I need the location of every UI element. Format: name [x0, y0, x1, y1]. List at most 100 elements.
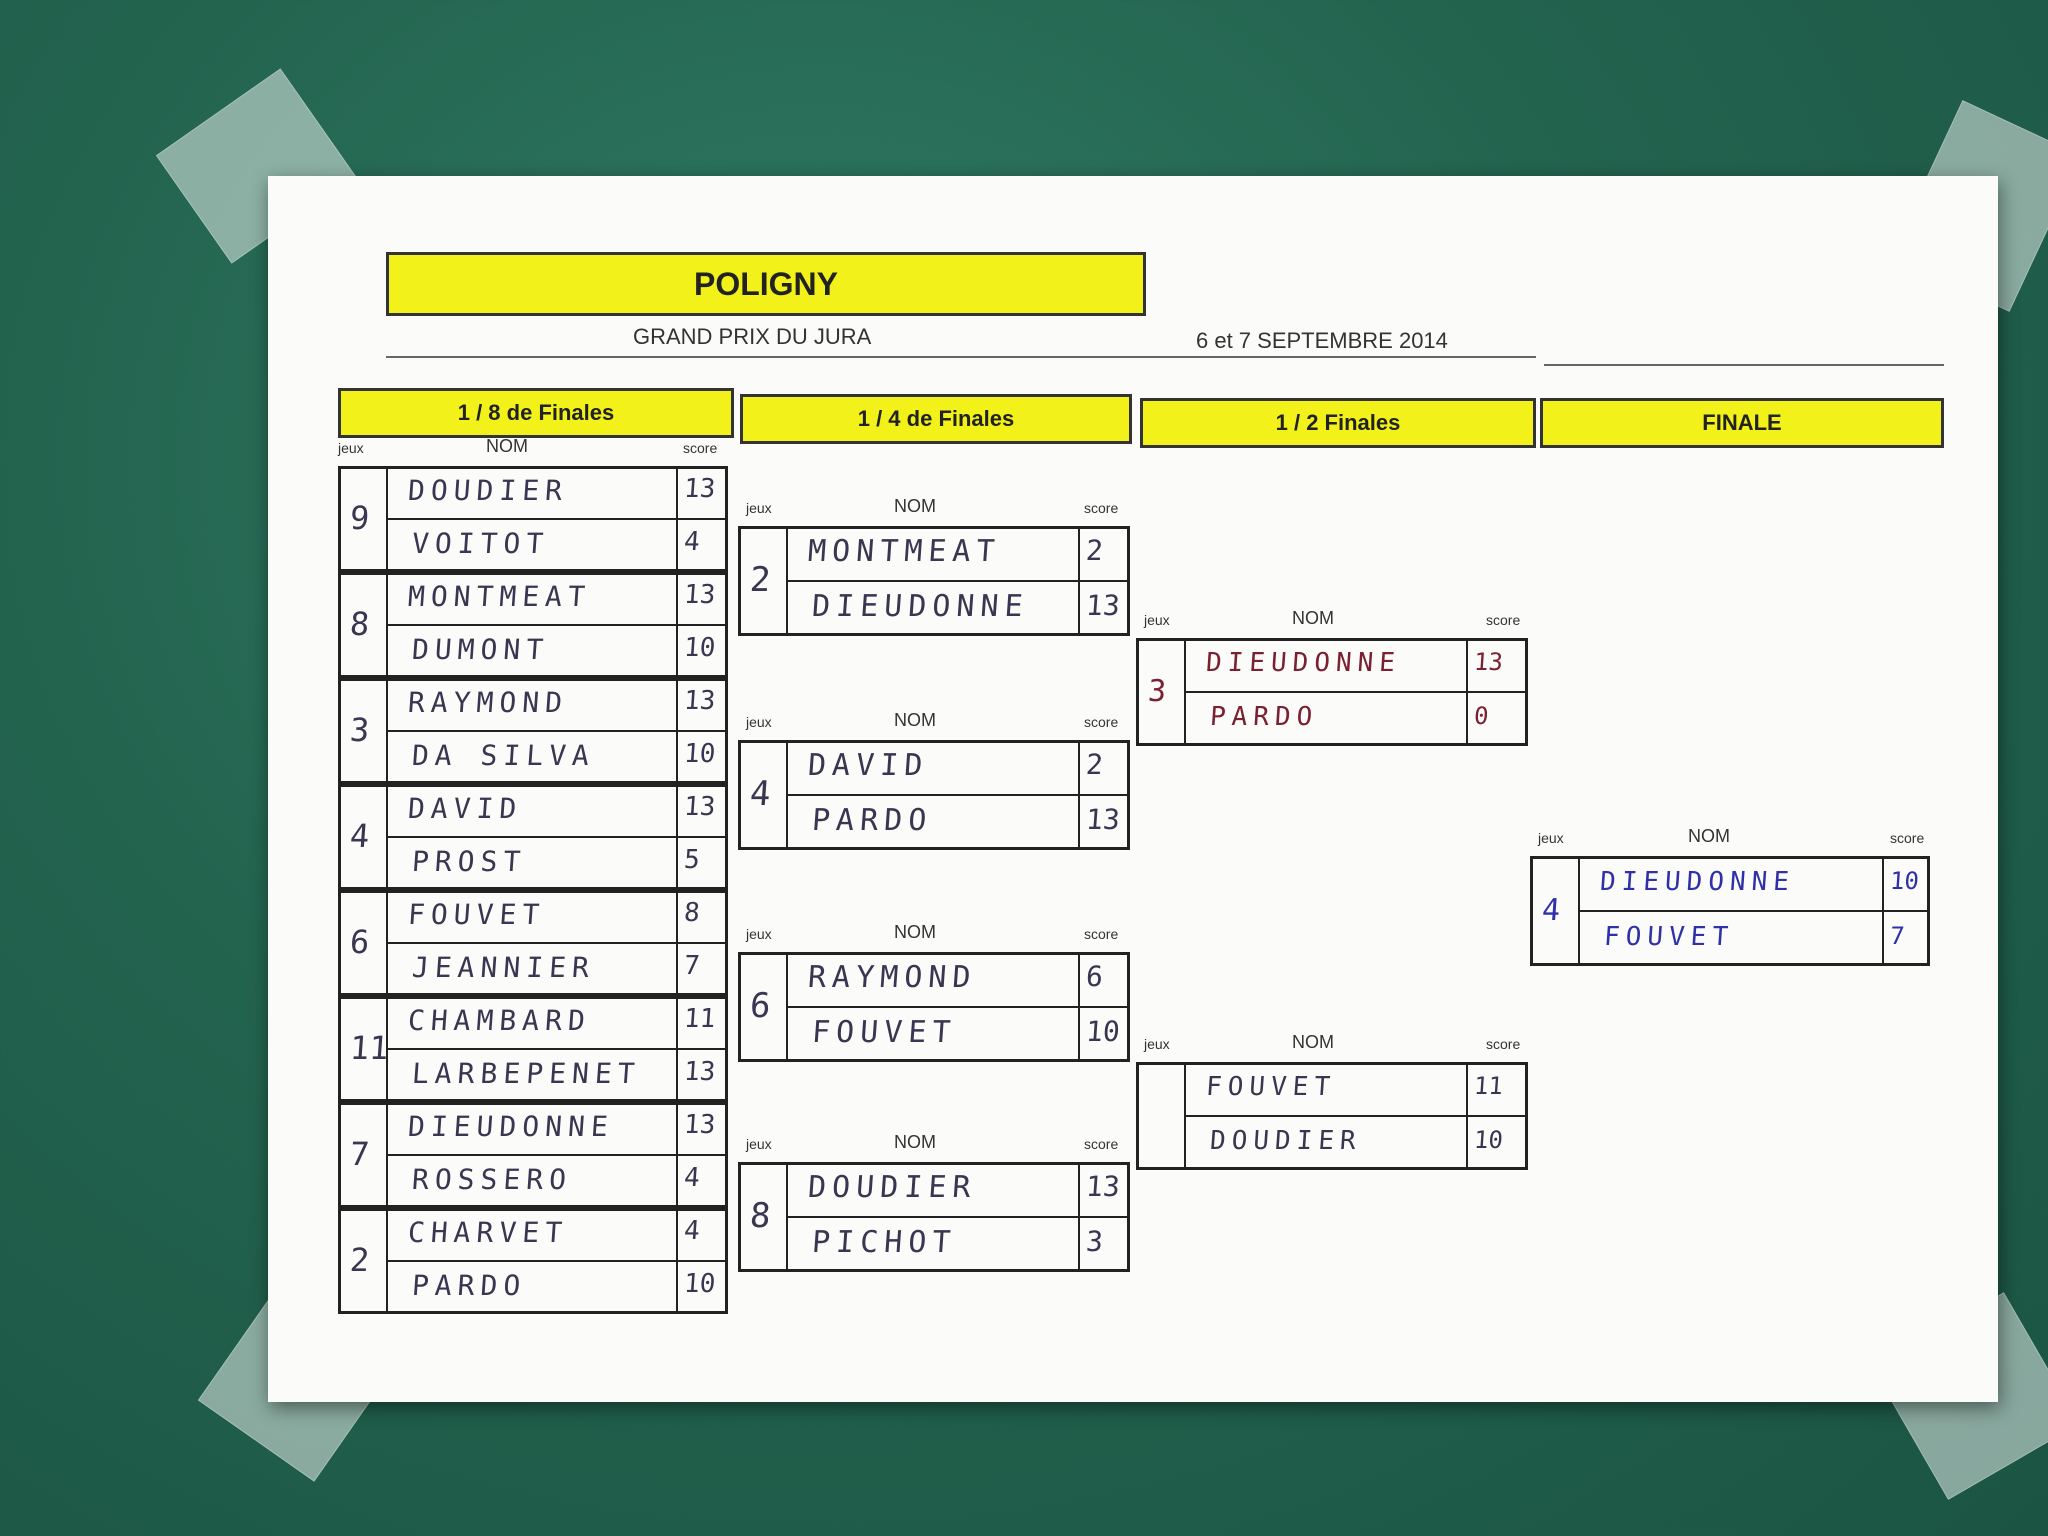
- jeux-number: 4: [349, 817, 371, 855]
- jeux-number: 4: [1541, 893, 1562, 928]
- player-score: 4: [683, 527, 701, 557]
- jeux-number: 3: [1147, 674, 1168, 709]
- match-divider-row: [386, 624, 728, 626]
- huitiemes-header-nom: NOM: [486, 436, 528, 457]
- quarts-header-nom: NOM: [894, 496, 936, 517]
- player-score: 13: [683, 686, 716, 716]
- quarts-header-jeux: jeux: [746, 714, 772, 730]
- player-score: 10: [683, 633, 716, 663]
- player-name: PARDO: [811, 803, 934, 838]
- player-score: 13: [683, 1057, 716, 1087]
- jeux-number: 9: [349, 499, 371, 537]
- player-name: ROSSERO: [411, 1163, 573, 1196]
- quarts-header-score: score: [1084, 1136, 1118, 1152]
- jeux-number: 4: [749, 774, 772, 814]
- quarts-header-jeux: jeux: [746, 926, 772, 942]
- page-title: POLIGNY: [386, 252, 1146, 316]
- player-score: 4: [683, 1163, 701, 1193]
- player-name: CHAMBARD: [407, 1004, 592, 1037]
- column-header-finale: FINALE: [1540, 398, 1944, 448]
- huitiemes-header-jeux: jeux: [338, 440, 364, 456]
- quarts-header-score: score: [1084, 714, 1118, 730]
- finale-header-score: score: [1890, 830, 1924, 846]
- player-score: 3: [1085, 1225, 1104, 1258]
- player-name: DIEUDONNE: [1599, 867, 1796, 897]
- tournament-subtitle: GRAND PRIX DU JURA: [633, 324, 871, 350]
- player-name: VOITOT: [411, 527, 550, 560]
- match-divider-row: [1184, 1115, 1528, 1117]
- demies-header-jeux: jeux: [1144, 1036, 1170, 1052]
- bracket-sheet: POLIGNY GRAND PRIX DU JURA 6 et 7 SEPTEM…: [268, 176, 1998, 1402]
- match-divider-row: [386, 1260, 728, 1262]
- jeux-number: 7: [349, 1135, 371, 1173]
- player-name: DIEUDONNE: [1205, 648, 1402, 678]
- player-name: PARDO: [1209, 702, 1319, 732]
- player-name: FOUVET: [1603, 922, 1735, 952]
- player-name: DUMONT: [411, 633, 550, 666]
- quarts-header-jeux: jeux: [746, 1136, 772, 1152]
- player-score: 10: [1085, 1015, 1121, 1048]
- jeux-number: 8: [749, 1196, 772, 1236]
- player-score: 13: [683, 792, 716, 822]
- player-score: 13: [1085, 803, 1121, 836]
- player-score: 10: [683, 739, 716, 769]
- jeux-number: 2: [349, 1241, 371, 1279]
- quarts-header-nom: NOM: [894, 922, 936, 943]
- match-divider-row: [786, 580, 1130, 582]
- finale-header-nom: NOM: [1688, 826, 1730, 847]
- player-name: DA SILVA: [411, 739, 596, 772]
- player-name: DIEUDONNE: [407, 1110, 615, 1143]
- match-divider-row: [386, 942, 728, 944]
- player-name: RAYMOND: [407, 686, 569, 719]
- player-name: PARDO: [411, 1269, 528, 1302]
- quarts-header-score: score: [1084, 500, 1118, 516]
- quarts-header-score: score: [1084, 926, 1118, 942]
- player-name: CHARVET: [407, 1216, 569, 1249]
- jeux-number: 8: [349, 605, 371, 643]
- player-name: MONTMEAT: [407, 580, 592, 613]
- column-header-demies: 1 / 2 Finales: [1140, 398, 1536, 448]
- demies-header-nom: NOM: [1292, 1032, 1334, 1053]
- demies-header-score: score: [1486, 612, 1520, 628]
- match-divider-row: [786, 794, 1130, 796]
- tournament-date: 6 et 7 SEPTEMBRE 2014: [1196, 328, 1448, 354]
- header-rule-right: [1544, 364, 1944, 366]
- jeux-number: 2: [749, 560, 772, 600]
- player-name: RAYMOND: [807, 960, 978, 995]
- player-name: DIEUDONNE: [811, 589, 1030, 624]
- jeux-number: 11: [349, 1029, 390, 1067]
- match-divider-row: [786, 1006, 1130, 1008]
- player-name: JEANNIER: [411, 951, 596, 984]
- player-name: FOUVET: [811, 1015, 958, 1050]
- player-score: 11: [1473, 1072, 1504, 1100]
- player-score: 7: [683, 951, 701, 981]
- huitiemes-match: 3 RAYMOND 13 DA SILVA 10: [338, 678, 728, 784]
- column-header-quarts: 1 / 4 de Finales: [740, 394, 1132, 444]
- jeux-number: 3: [349, 711, 371, 749]
- player-score: 11: [683, 1004, 716, 1034]
- player-score: 13: [1085, 1170, 1121, 1203]
- match-divider-row: [386, 1154, 728, 1156]
- demies-header-jeux: jeux: [1144, 612, 1170, 628]
- player-score: 5: [683, 845, 701, 875]
- demies-header-nom: NOM: [1292, 608, 1334, 629]
- player-score: 13: [683, 474, 716, 504]
- match-divider-row: [1578, 910, 1930, 912]
- demies-header-score: score: [1486, 1036, 1520, 1052]
- quarts-header-nom: NOM: [894, 710, 936, 731]
- match-divider-row: [386, 836, 728, 838]
- column-header-huitiemes: 1 / 8 de Finales: [338, 388, 734, 438]
- player-name: MONTMEAT: [807, 534, 1002, 569]
- player-name: DAVID: [407, 792, 524, 825]
- huitiemes-header-score: score: [683, 440, 717, 456]
- player-score: 10: [1473, 1126, 1504, 1154]
